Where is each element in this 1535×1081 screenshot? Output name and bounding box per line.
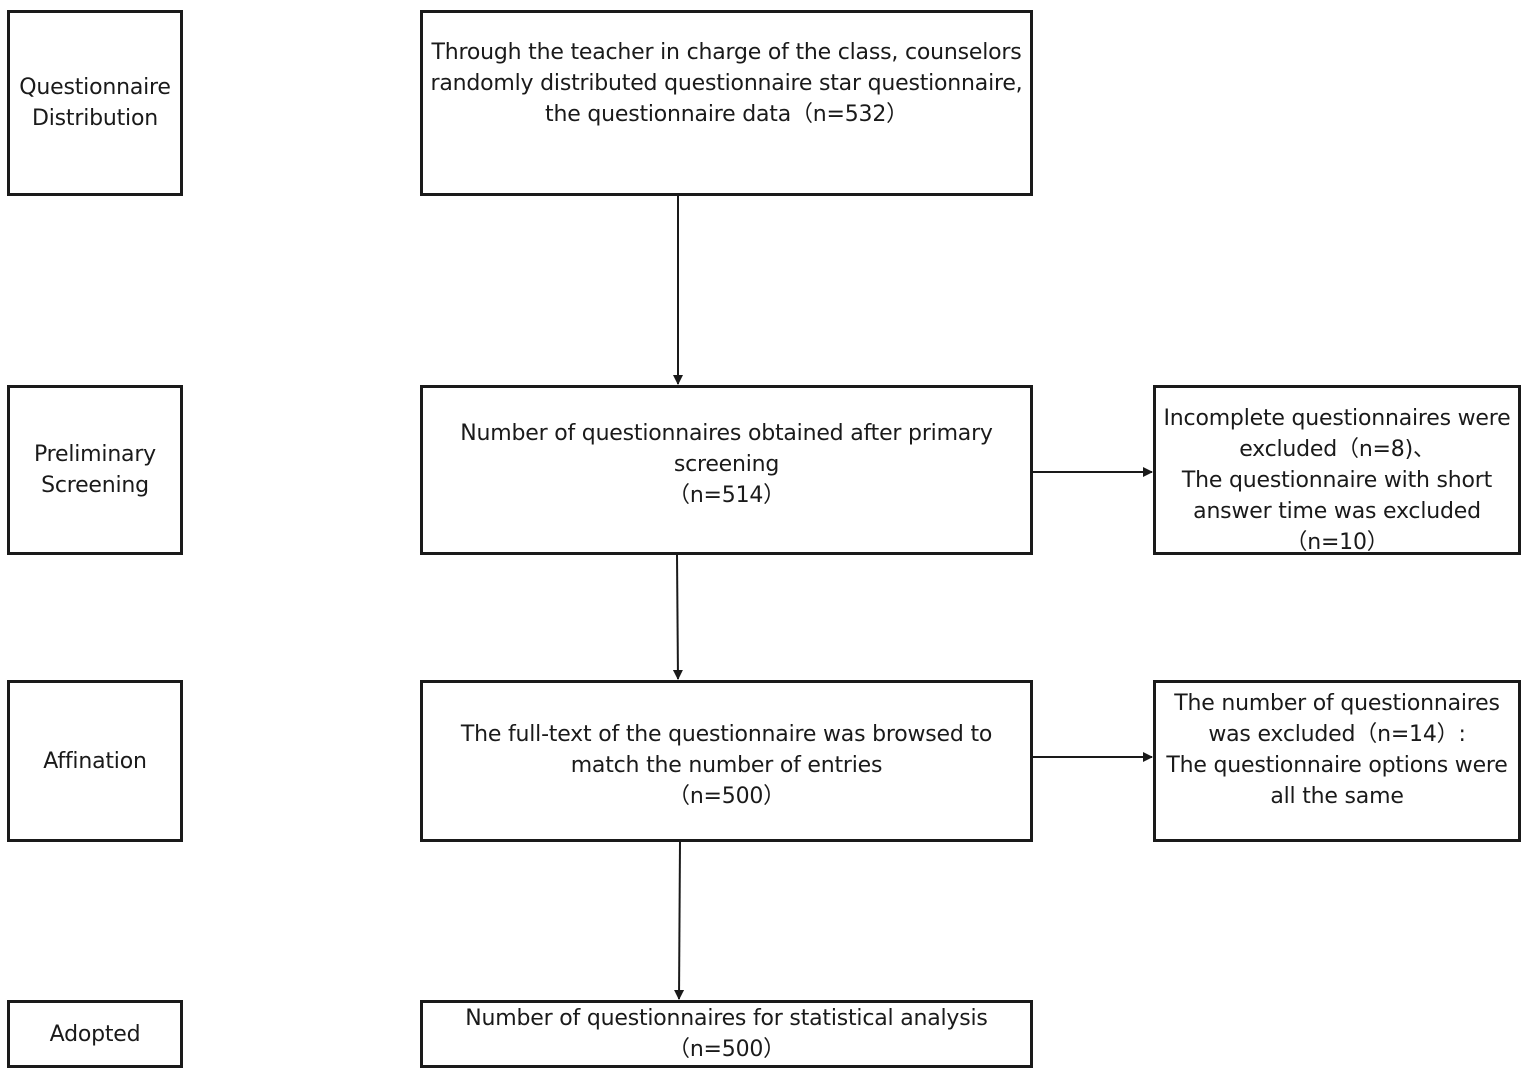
exclusion-text-line: （n=10） (1285, 529, 1389, 555)
stage-questionnaire-distribution: Questionnaire Distribution (7, 10, 183, 196)
exclusion-text-line: The questionnaire options were (1166, 753, 1508, 778)
stage-preliminary-screening: Preliminary Screening (7, 385, 183, 555)
stage-label-line: Preliminary (33, 442, 157, 467)
stage-affination: Affination (7, 680, 183, 842)
exclusion-text-line: was excluded（n=14）: (1208, 722, 1466, 747)
arrow-screening-to-affination (672, 554, 683, 680)
exclusion-text-line: answer time was excluded (1193, 498, 1481, 524)
stage-adopted: Adopted (7, 1000, 183, 1068)
main-box-screening: Number of questionnaires obtained after … (420, 385, 1033, 555)
main-text-line: Through the teacher in charge of the cla… (431, 39, 1022, 65)
stage-label-line: Screening (41, 473, 149, 498)
main-text-line: （n=500） (668, 1037, 785, 1062)
stage-label-line: Questionnaire (19, 75, 171, 100)
stage-label-line: Adopted (49, 1021, 141, 1047)
exclusion-text-line: The questionnaire with short (1181, 467, 1493, 493)
exclusion-text-line: excluded（n=8)、 (1239, 436, 1435, 462)
main-text-line: Number of questionnaires obtained after … (460, 420, 993, 446)
exclusion-box-affination: The number of questionnaires was exclude… (1153, 680, 1521, 842)
main-text-line: （n=514） (668, 482, 785, 508)
arrow-affination-to-adopted (674, 841, 685, 1000)
main-text-line: randomly distributed questionnaire star … (430, 70, 1023, 96)
main-text-line: The full-text of the questionnaire was b… (460, 721, 993, 747)
main-text-line: the questionnaire data（n=532） (545, 101, 908, 127)
main-text-line: match the number of entries (570, 752, 883, 778)
main-text-line: screening (673, 451, 780, 477)
main-box-distribution: Through the teacher in charge of the cla… (420, 10, 1033, 196)
stage-label-line: Distribution (32, 106, 158, 131)
main-box-adopted: Number of questionnaires for statistical… (420, 1000, 1033, 1068)
exclusion-box-screening: Incomplete questionnaires were excluded（… (1153, 385, 1521, 555)
main-box-affination: The full-text of the questionnaire was b… (420, 680, 1033, 842)
main-text-line: （n=500） (668, 783, 785, 809)
main-text-line: Number of questionnaires for statistical… (465, 1006, 988, 1031)
exclusion-text-line: Incomplete questionnaires were (1163, 405, 1511, 431)
exclusion-text-line: all the same (1270, 784, 1404, 809)
stage-label-line: Affination (43, 748, 147, 774)
exclusion-text-line: The number of questionnaires (1174, 691, 1500, 716)
